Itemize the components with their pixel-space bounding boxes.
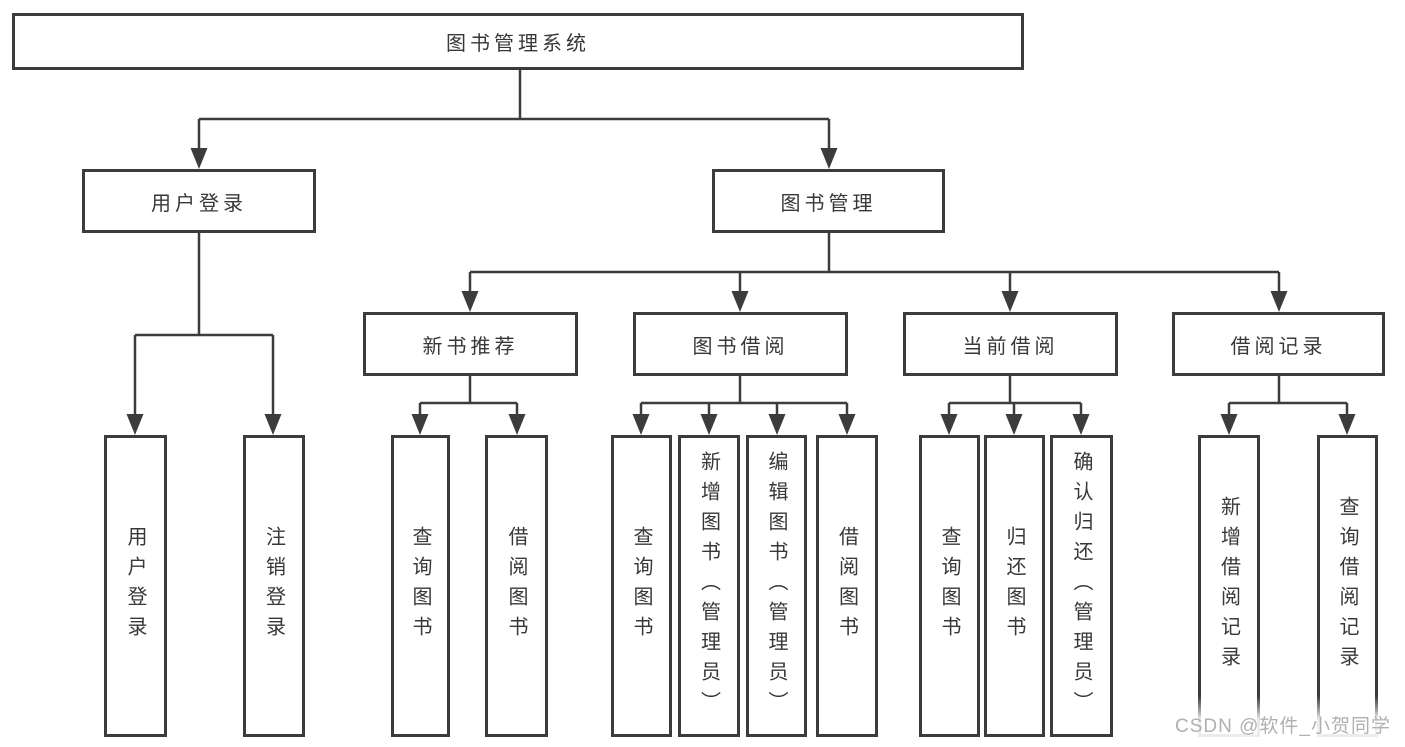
node-new-book-recommend: 新书推荐 <box>363 312 578 376</box>
node-book-management: 图书管理 <box>712 169 945 233</box>
leaf-add-book-admin: 新增图书（管理员） <box>678 435 740 737</box>
leaf-add-borrow-record: 新增借阅记录 <box>1198 435 1260 737</box>
node-book-borrow: 图书借阅 <box>633 312 848 376</box>
leaf-confirm-return-admin: 确认归还（管理员） <box>1050 435 1113 737</box>
node-user-login-label: 用户登录 <box>151 192 247 215</box>
leaf-borrow-books-1: 借阅图书 <box>485 435 548 737</box>
leaf-query-borrow-record: 查询借阅记录 <box>1317 435 1378 737</box>
leaf-borrow-books-2: 借阅图书 <box>816 435 878 737</box>
leaf-logout-label: 注销登录 <box>262 526 285 646</box>
leaf-query-books-2-label: 查询图书 <box>630 526 652 646</box>
leaf-query-books-1-label: 查询图书 <box>409 526 431 646</box>
watermark-fade <box>1150 696 1405 747</box>
node-current-borrow-label: 当前借阅 <box>962 335 1059 358</box>
watermark: CSDN @软件_小贺同学 <box>1175 716 1391 737</box>
leaf-logout: 注销登录 <box>243 435 305 737</box>
node-borrow-records: 借阅记录 <box>1172 312 1385 376</box>
leaf-query-books-3: 查询图书 <box>919 435 980 737</box>
node-borrow-records-label: 借阅记录 <box>1230 335 1327 358</box>
leaf-add-book-admin-label: 新增图书（管理员） <box>697 451 720 721</box>
leaf-confirm-return-admin-label: 确认归还（管理员） <box>1070 451 1092 721</box>
leaf-edit-book-admin-label: 编辑图书（管理员） <box>765 451 787 721</box>
leaf-query-books-2: 查询图书 <box>611 435 672 737</box>
leaf-return-books-label: 归还图书 <box>1003 526 1025 646</box>
node-root-label: 图书管理系统 <box>446 33 590 55</box>
leaf-query-books-1: 查询图书 <box>391 435 450 737</box>
node-root: 图书管理系统 <box>12 13 1024 70</box>
node-new-book-recommend-label: 新书推荐 <box>422 335 519 358</box>
leaf-query-borrow-record-label: 查询借阅记录 <box>1336 496 1358 676</box>
leaf-borrow-books-2-label: 借阅图书 <box>835 526 858 646</box>
node-user-login: 用户登录 <box>82 169 316 233</box>
leaf-return-books: 归还图书 <box>984 435 1045 737</box>
leaf-edit-book-admin: 编辑图书（管理员） <box>746 435 807 737</box>
node-book-borrow-label: 图书借阅 <box>692 335 789 358</box>
leaf-query-books-3-label: 查询图书 <box>938 526 960 646</box>
leaf-add-borrow-record-label: 新增借阅记录 <box>1217 496 1240 676</box>
node-current-borrow: 当前借阅 <box>903 312 1118 376</box>
leaf-borrow-books-1-label: 借阅图书 <box>505 526 527 646</box>
node-book-management-label: 图书管理 <box>780 192 877 215</box>
leaf-user-login-label: 用户登录 <box>124 526 146 646</box>
leaf-user-login: 用户登录 <box>104 435 167 737</box>
